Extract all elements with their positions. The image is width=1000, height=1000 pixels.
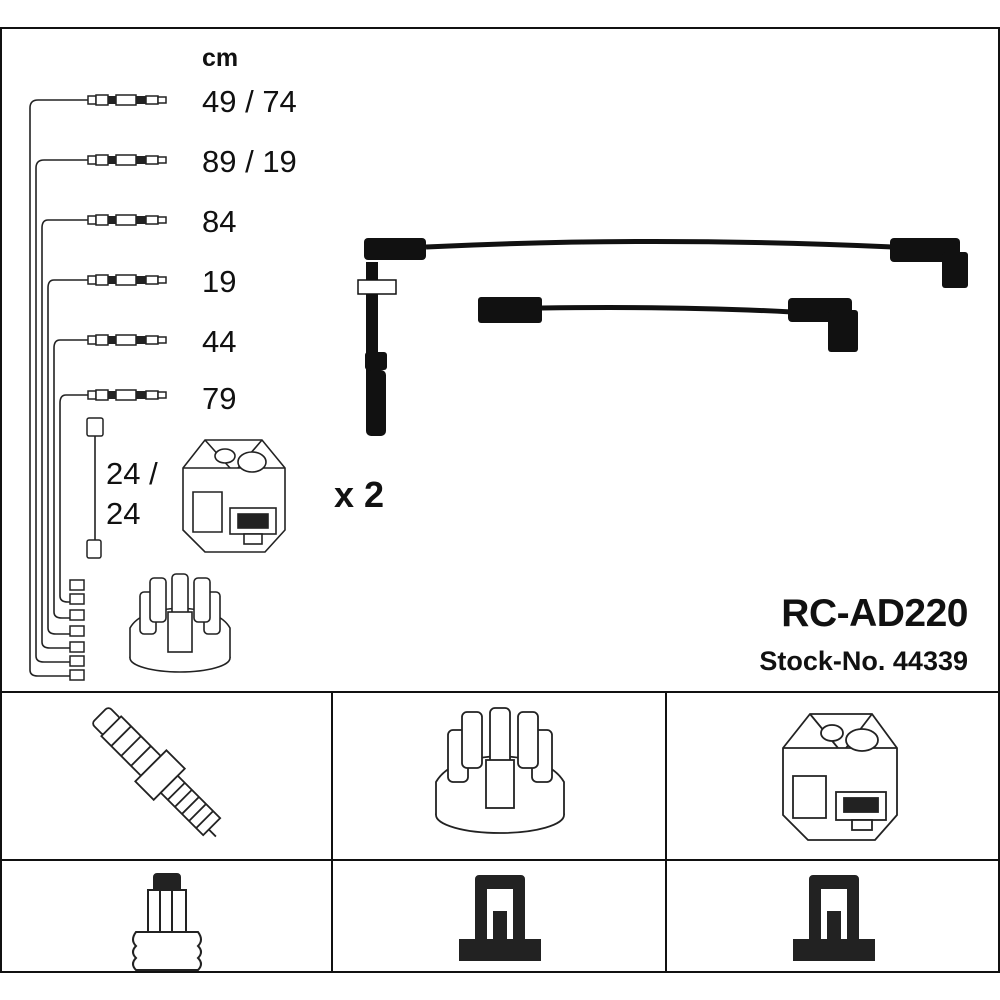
frame-lines [0, 27, 1000, 973]
ignition-cable-short [478, 297, 858, 352]
length-label-6: 79 [202, 381, 237, 416]
lead-connectors [87, 94, 167, 401]
length-label-2: 89 / 19 [202, 144, 297, 179]
ignition-cable-long [357, 238, 968, 436]
ignition-coil-connector-icon [793, 875, 875, 961]
distributor-cap-icon [435, 707, 565, 834]
distributor-cap-small-icon [129, 573, 231, 673]
distributor-cap-connector-icon [459, 875, 541, 961]
length-label-1: 49 / 74 [202, 84, 297, 119]
coil-lead-length-line-2: 24 [106, 496, 141, 531]
stock-number: Stock-No. 44339 [759, 646, 968, 676]
length-label-5: 44 [202, 324, 237, 359]
harness-terminals [69, 579, 85, 681]
spark-plug-connector-icon [132, 873, 202, 971]
length-label-3: 84 [202, 204, 237, 239]
part-number: RC-AD220 [781, 592, 968, 635]
unit-label: cm [202, 44, 239, 72]
spark-plug-icon [92, 707, 222, 838]
coil-lead [86, 417, 104, 559]
coil-lead-length-line-1: 24 / [106, 456, 158, 491]
length-label-4: 19 [202, 264, 237, 299]
ignition-coil-icon [782, 713, 898, 841]
quantity-multiplier: x 2 [334, 474, 385, 515]
ignition-coil-small-icon [182, 439, 286, 553]
harness-wires [29, 99, 96, 677]
